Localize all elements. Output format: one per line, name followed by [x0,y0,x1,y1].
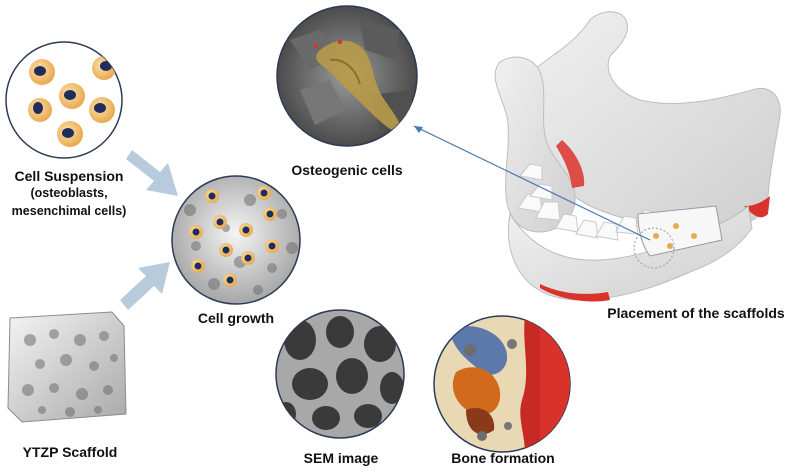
cell-suspension-title: Cell Suspension [14,168,124,184]
ytzp-scaffold-block-icon [7,311,127,423]
cell-icon [219,243,233,257]
cell-icon [223,273,237,287]
connector-arrow [413,125,651,241]
cell-icon [239,223,253,237]
cell-icon [265,239,279,253]
cell-icon [189,225,203,239]
cell-icon [28,98,52,122]
cell-suspension-sub1: (osteoblasts, [30,186,108,200]
bone-histology-icon [433,315,571,453]
cell-growth-label: Cell growth [197,310,275,326]
cell-icon [29,59,55,85]
cell-icon [263,207,277,221]
cell-suspension-sub2: mesenchimal cells) [11,204,127,218]
arrow-suspension-to-growth [126,150,178,196]
cell-suspension-icon [5,41,123,159]
cell-suspension-label: Cell Suspension (osteoblasts, mesenchima… [10,168,128,220]
mandible-icon [494,11,781,302]
arrow-scaffold-to-growth [120,262,170,310]
placement-label: Placement of the scaffolds [607,305,785,321]
cell-icon [241,251,255,265]
bone-formation-label: Bone formation [451,450,555,466]
cell-icon [257,186,271,200]
ytzp-scaffold-label: YTZP Scaffold [22,444,118,460]
cell-icon [213,215,227,229]
cell-icon [205,189,219,203]
scaffold-with-cells-icon [171,175,301,305]
osteogenic-cells-label: Osteogenic cells [291,162,403,178]
cell-icon [57,121,83,147]
sem-porous-scaffold-icon [275,309,405,439]
cell-icon [89,97,115,123]
sem-osteogenic-cells-icon [276,5,418,147]
cell-icon [59,83,85,109]
cell-icon [191,259,205,273]
sem-image-label: SEM image [303,450,379,466]
